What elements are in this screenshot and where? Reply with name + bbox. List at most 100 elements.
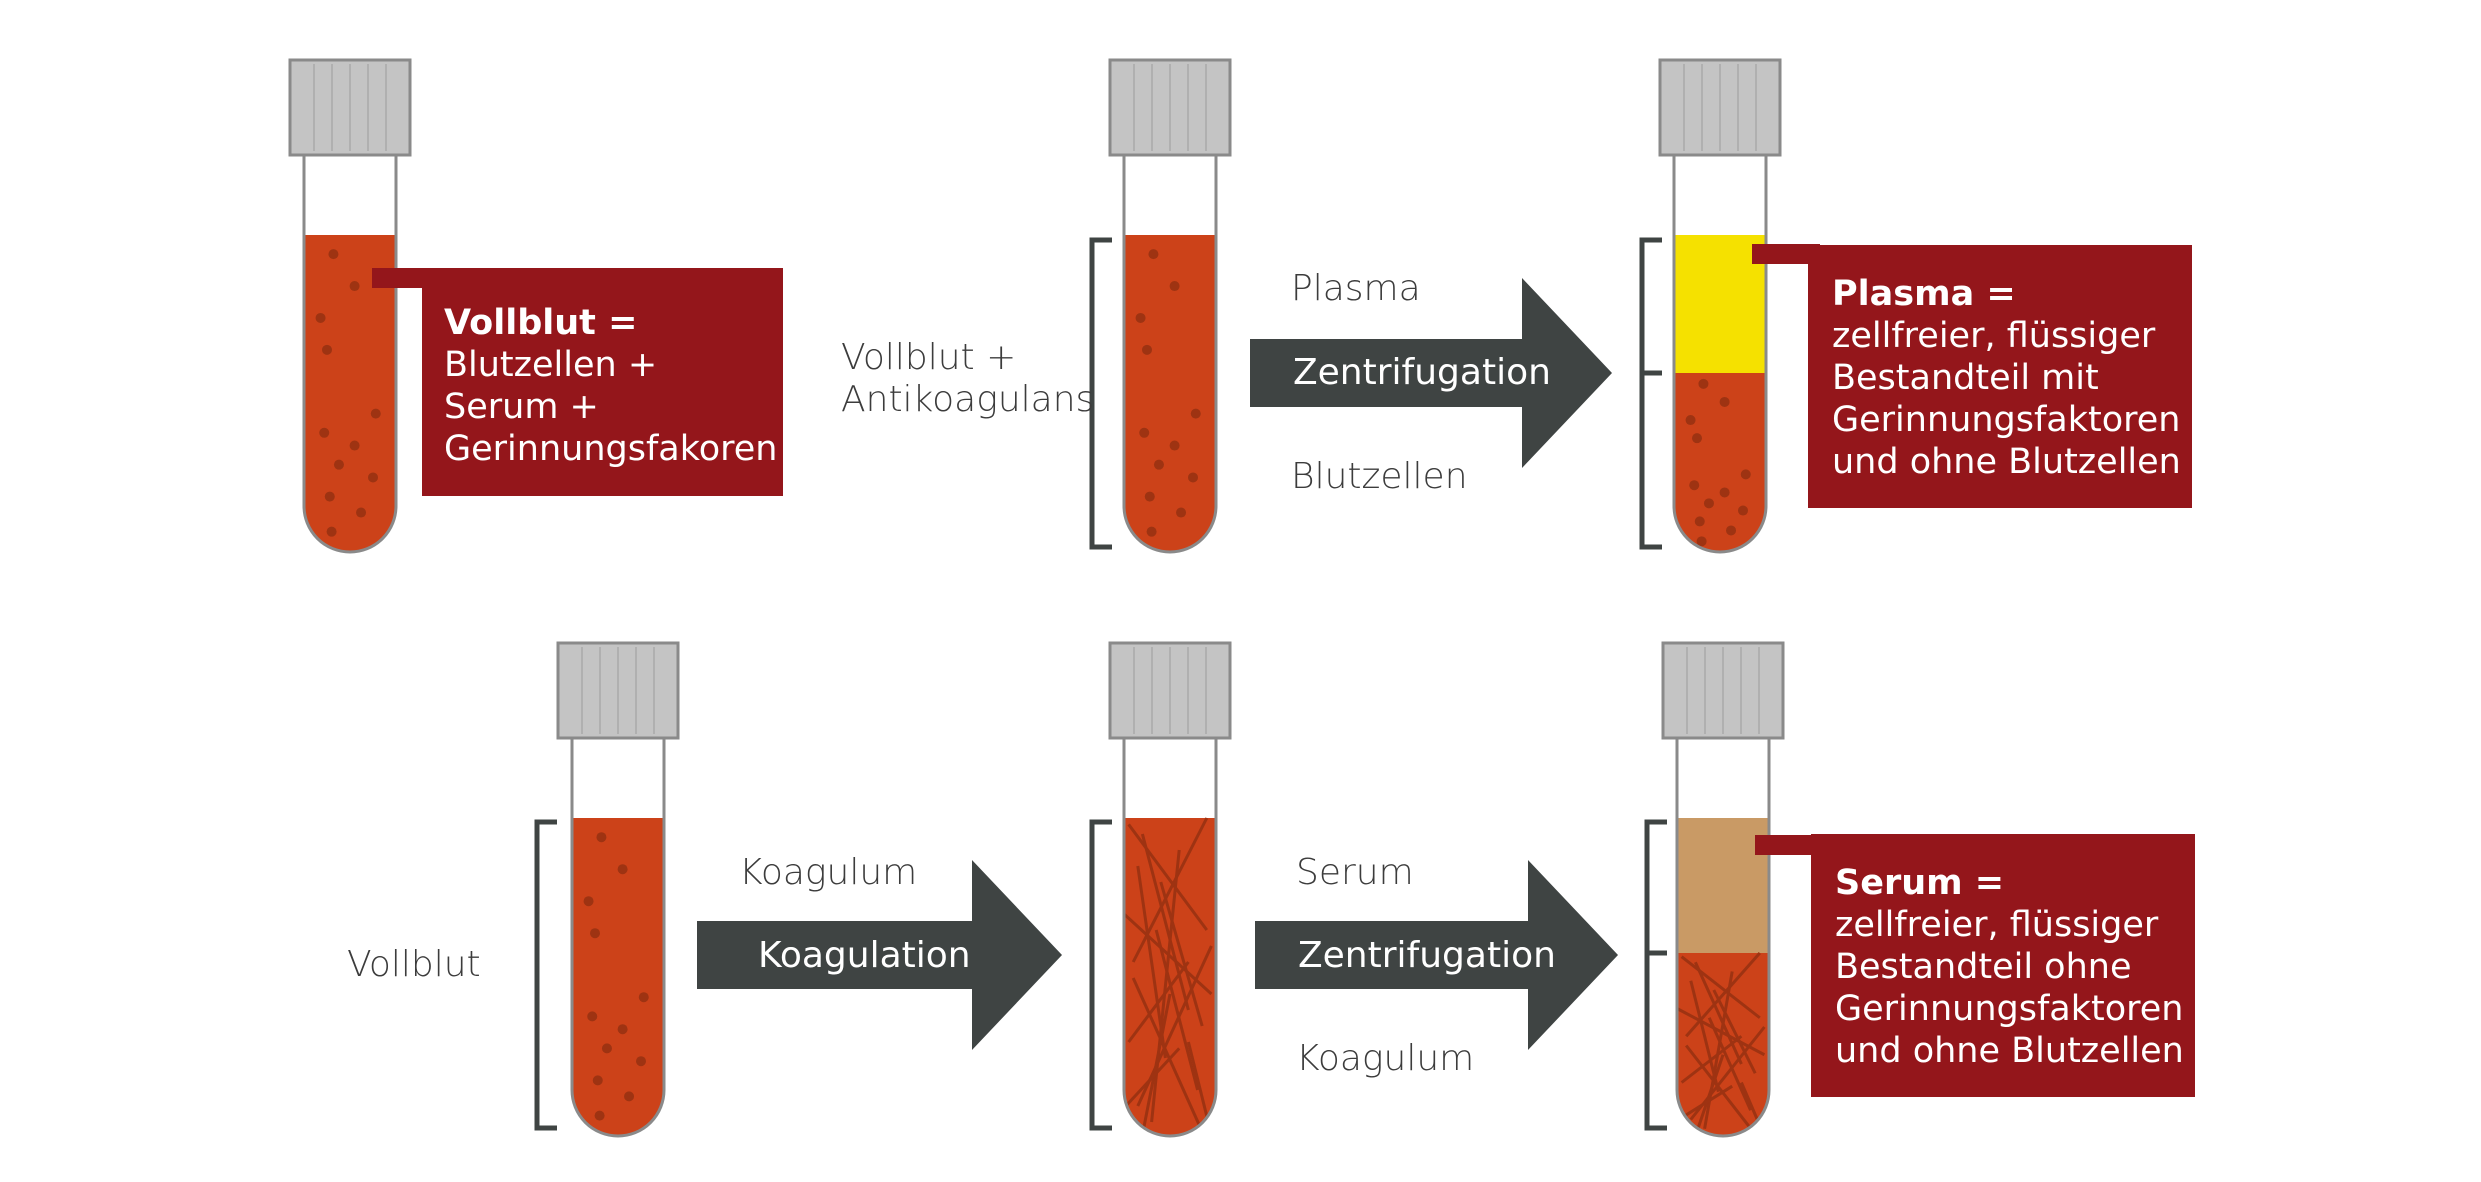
whole-blood-definition-box: Vollblut = Blutzellen + Serum + Gerinnun… bbox=[422, 268, 783, 496]
fibrin-strand bbox=[1703, 971, 1734, 1130]
bracket-line bbox=[1089, 237, 1112, 550]
tube-anticoagulated bbox=[1108, 58, 1232, 554]
cell-dot bbox=[1148, 249, 1159, 260]
fibrin-strand bbox=[1712, 989, 1757, 1074]
anticoagulated-blood-layer bbox=[1124, 235, 1216, 552]
fibrin-strand bbox=[1159, 881, 1204, 1027]
arrow-centrifugation-top bbox=[1250, 278, 1612, 468]
serum-definition-line: zellfreier, flüssiger bbox=[1835, 905, 2159, 945]
cell-dot bbox=[349, 281, 360, 292]
fibrin-strand bbox=[1689, 980, 1720, 1093]
bracket-bottom-right bbox=[1644, 819, 1667, 1131]
cell-dot bbox=[315, 312, 326, 323]
fibrin-strand bbox=[1136, 865, 1167, 1059]
cell-dot bbox=[1740, 469, 1751, 480]
tube-outline bbox=[570, 738, 666, 1138]
bracket-line bbox=[1639, 237, 1662, 550]
fibrin-strand bbox=[1140, 993, 1172, 1136]
cell-dot bbox=[1176, 507, 1187, 518]
plasma-definition-line: zellfreier, flüssiger bbox=[1832, 316, 2156, 356]
tube-outline bbox=[1122, 155, 1218, 554]
whole-blood-definition-line: Gerinnungsfakoren bbox=[444, 429, 778, 469]
whole-blood-layer-2 bbox=[572, 818, 664, 1136]
cell-dot bbox=[636, 1056, 646, 1067]
whole-blood-definition-title: Vollblut = bbox=[444, 303, 638, 343]
tube-plasma bbox=[1658, 58, 1782, 554]
tube-whole-blood-2 bbox=[556, 641, 680, 1138]
whole-blood-definition-line: Blutzellen + bbox=[444, 345, 658, 385]
cell-dot bbox=[1719, 487, 1730, 498]
plasma-definition-line: Bestandteil mit bbox=[1832, 358, 2099, 398]
serum-definition-line: Gerinnungsfaktoren bbox=[1835, 989, 2184, 1029]
cell-dot bbox=[1142, 344, 1152, 355]
cell-dot bbox=[1703, 498, 1714, 509]
cell-dot bbox=[1188, 472, 1198, 483]
blood-cells-label: Blutzellen bbox=[1291, 456, 1468, 497]
centrifugation-label-bottom: Zentrifugation bbox=[1298, 935, 1556, 976]
arrow-coagulation bbox=[697, 860, 1062, 1050]
cell-dot bbox=[624, 1091, 635, 1102]
plasma-definition-title: Plasma = bbox=[1832, 274, 2016, 314]
fibrin-strand bbox=[1694, 961, 1743, 1065]
plasma-layer bbox=[1674, 235, 1766, 373]
cell-dot bbox=[356, 507, 367, 518]
fibrin-strand bbox=[1680, 955, 1761, 1019]
serum-connector bbox=[1755, 835, 1823, 855]
bracket-line bbox=[534, 819, 557, 1131]
cell-dot bbox=[617, 864, 628, 875]
fibrin-strand bbox=[1154, 929, 1200, 1091]
cell-dot bbox=[1726, 525, 1737, 536]
serum-definition-line: Bestandteil ohne bbox=[1835, 947, 2132, 987]
serum-definition-box: Serum = zellfreier, flüssiger Bestandtei… bbox=[1811, 834, 2195, 1097]
coagulation-label: Koagulation bbox=[758, 935, 971, 976]
centrifugation-label-top: Zentrifugation bbox=[1293, 352, 1551, 393]
fibrin-strand bbox=[1127, 823, 1209, 931]
cell-dot bbox=[1692, 433, 1702, 444]
plasma-connector bbox=[1752, 244, 1820, 264]
label-line: Vollblut + bbox=[841, 337, 1017, 378]
plasma-label: Plasma bbox=[1291, 268, 1421, 309]
cell-dot bbox=[326, 526, 337, 537]
cell-dot bbox=[596, 832, 607, 843]
cell-dot bbox=[328, 249, 339, 260]
bracket-line bbox=[1089, 819, 1112, 1131]
plasma-definition-box: Plasma = zellfreier, flüssiger Bestandte… bbox=[1808, 245, 2192, 508]
serum-definition-line: und ohne Blutzellen bbox=[1835, 1031, 2184, 1071]
cell-dot bbox=[594, 1110, 605, 1121]
cell-dot bbox=[1694, 516, 1705, 527]
cell-dot bbox=[587, 1011, 598, 1022]
fibrin-strand bbox=[1707, 1017, 1752, 1111]
fibrin-strand bbox=[1685, 952, 1761, 1038]
plasma-definition-line: Gerinnungsfaktoren bbox=[1832, 400, 2181, 440]
fibrin-strand bbox=[1131, 817, 1209, 963]
bracket-bottom-mid bbox=[1089, 819, 1112, 1131]
serum-label: Serum bbox=[1296, 852, 1414, 893]
whole-blood-definition-line: Serum + bbox=[444, 387, 599, 427]
tube-serum bbox=[1661, 641, 1785, 1138]
arrow-centrifugation-bottom bbox=[1255, 860, 1618, 1050]
cell-dot bbox=[592, 1075, 603, 1086]
tube-outline bbox=[1122, 738, 1218, 1138]
cell-dot bbox=[1719, 396, 1730, 407]
fibrin-strand bbox=[1678, 1084, 1733, 1121]
cell-dot bbox=[1144, 491, 1155, 502]
cell-dot bbox=[370, 408, 381, 419]
whole-blood-anticoagulant-label: Vollblut + Antikoagulans bbox=[841, 337, 1094, 421]
tube-whole-blood bbox=[288, 58, 412, 554]
whole-blood-label: Vollblut bbox=[347, 944, 481, 985]
cell-dot bbox=[322, 344, 332, 355]
cell-dot bbox=[1139, 427, 1150, 438]
tube-outline bbox=[1675, 738, 1771, 1138]
cell-dot bbox=[1738, 505, 1748, 516]
serum-layer bbox=[1677, 818, 1769, 953]
cell-dot bbox=[319, 427, 330, 438]
cell-dot bbox=[638, 992, 649, 1003]
fibrin-strand bbox=[1131, 977, 1204, 1133]
fibrin-strand bbox=[1140, 833, 1190, 1011]
cell-dot bbox=[1696, 536, 1707, 547]
cell-dot bbox=[617, 1024, 628, 1035]
fibrin-strand bbox=[1685, 1044, 1757, 1136]
cell-dot bbox=[1698, 378, 1709, 389]
bracket-line bbox=[1644, 819, 1667, 1131]
